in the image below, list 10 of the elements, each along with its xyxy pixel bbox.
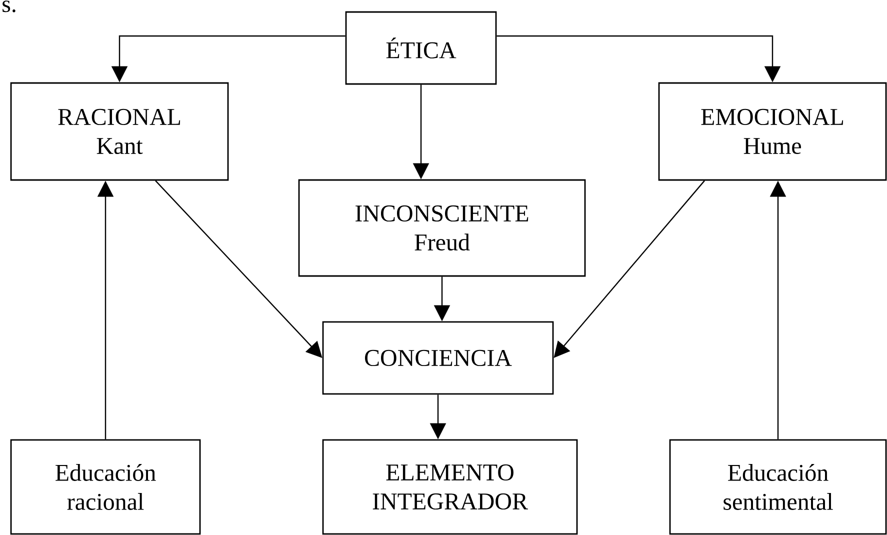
- arrow: [554, 180, 705, 358]
- concept-box: INCONSCIENTE Freud: [298, 179, 586, 277]
- concept-box: Educación sentimental: [669, 439, 887, 535]
- concept-box: ELEMENTO INTEGRADOR: [322, 439, 578, 535]
- concept-box: CONCIENCIA: [322, 321, 554, 395]
- concept-box: Educación racional: [10, 439, 201, 535]
- concept-box: EMOCIONAL Hume: [658, 82, 887, 181]
- text-fragment: s.: [2, 0, 16, 12]
- concept-box: ÉTICA: [345, 11, 497, 85]
- concept-box: RACIONAL Kant: [10, 82, 229, 181]
